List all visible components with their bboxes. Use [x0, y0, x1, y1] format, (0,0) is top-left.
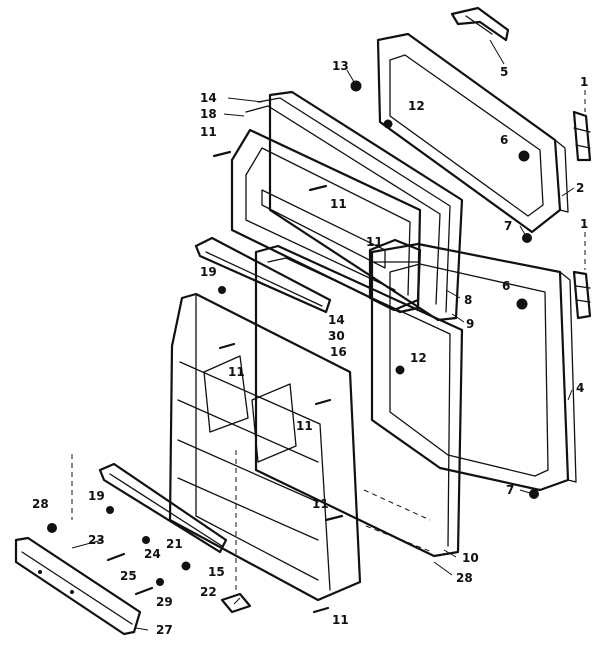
callout-12: 12	[408, 99, 425, 113]
callout-11: 11	[332, 613, 349, 627]
callout-1: 1	[580, 217, 588, 231]
part-9-freezer-gasket	[245, 90, 464, 322]
alignment-lines	[71, 90, 586, 590]
part-4-fresh-food-door-frame	[370, 242, 577, 492]
callout-8: 8	[464, 293, 472, 307]
callout-21: 21	[166, 537, 183, 551]
callout-14: 14	[200, 91, 217, 105]
callout-labels: 5 13 12 14 18 11 1 6 2 11 7 1 19 11 8 6 …	[32, 59, 588, 637]
callout-7: 7	[504, 219, 512, 233]
callout-28: 28	[32, 497, 49, 511]
callout-18: 18	[200, 107, 217, 121]
callout-11: 11	[366, 235, 383, 249]
callout-6: 6	[500, 133, 508, 147]
part-15-lower-shelf-rail	[98, 462, 228, 554]
callout-22: 22	[200, 585, 217, 599]
part-30-bracket	[368, 238, 422, 312]
part-22-tray	[220, 592, 252, 614]
callout-9: 9	[466, 317, 474, 331]
callout-13: 13	[332, 59, 349, 73]
callout-15: 15	[208, 565, 225, 579]
callout-24: 24	[144, 547, 161, 561]
part-16-fresh-food-liner	[168, 292, 362, 602]
callout-27: 27	[156, 623, 173, 637]
part-1-upper-handle	[572, 110, 592, 162]
callout-28: 28	[456, 571, 473, 585]
part-1-lower-handle	[572, 270, 592, 320]
callout-1: 1	[580, 75, 588, 89]
callout-11: 11	[200, 125, 217, 139]
part-27-bottom-trim-panel	[14, 536, 142, 636]
part-18-freezer-liner	[230, 128, 422, 314]
leader-lines	[71, 39, 575, 631]
callout-19: 19	[200, 265, 217, 279]
part-10-fresh-food-gasket	[254, 244, 464, 558]
fasteners	[47, 80, 539, 614]
callout-11: 11	[228, 365, 245, 379]
part-19-upper-shelf-rail	[194, 236, 332, 314]
callout-19: 19	[88, 489, 105, 503]
callout-29: 29	[156, 595, 173, 609]
callout-16: 16	[330, 345, 347, 359]
part-5-door-handle	[450, 6, 510, 42]
callout-11: 11	[312, 497, 329, 511]
callout-2: 2	[576, 181, 584, 195]
callout-10: 10	[462, 551, 479, 565]
callout-11: 11	[330, 197, 347, 211]
callout-11: 11	[296, 419, 313, 433]
callout-6: 6	[502, 279, 510, 293]
callout-14: 14	[328, 313, 345, 327]
callout-23: 23	[88, 533, 105, 547]
callout-4: 4	[576, 381, 584, 395]
callout-25: 25	[120, 569, 137, 583]
callout-12: 12	[410, 351, 427, 365]
part-2-freezer-door-frame	[376, 32, 569, 234]
callout-5: 5	[500, 65, 508, 79]
callout-7: 7	[506, 483, 514, 497]
callout-30: 30	[328, 329, 345, 343]
